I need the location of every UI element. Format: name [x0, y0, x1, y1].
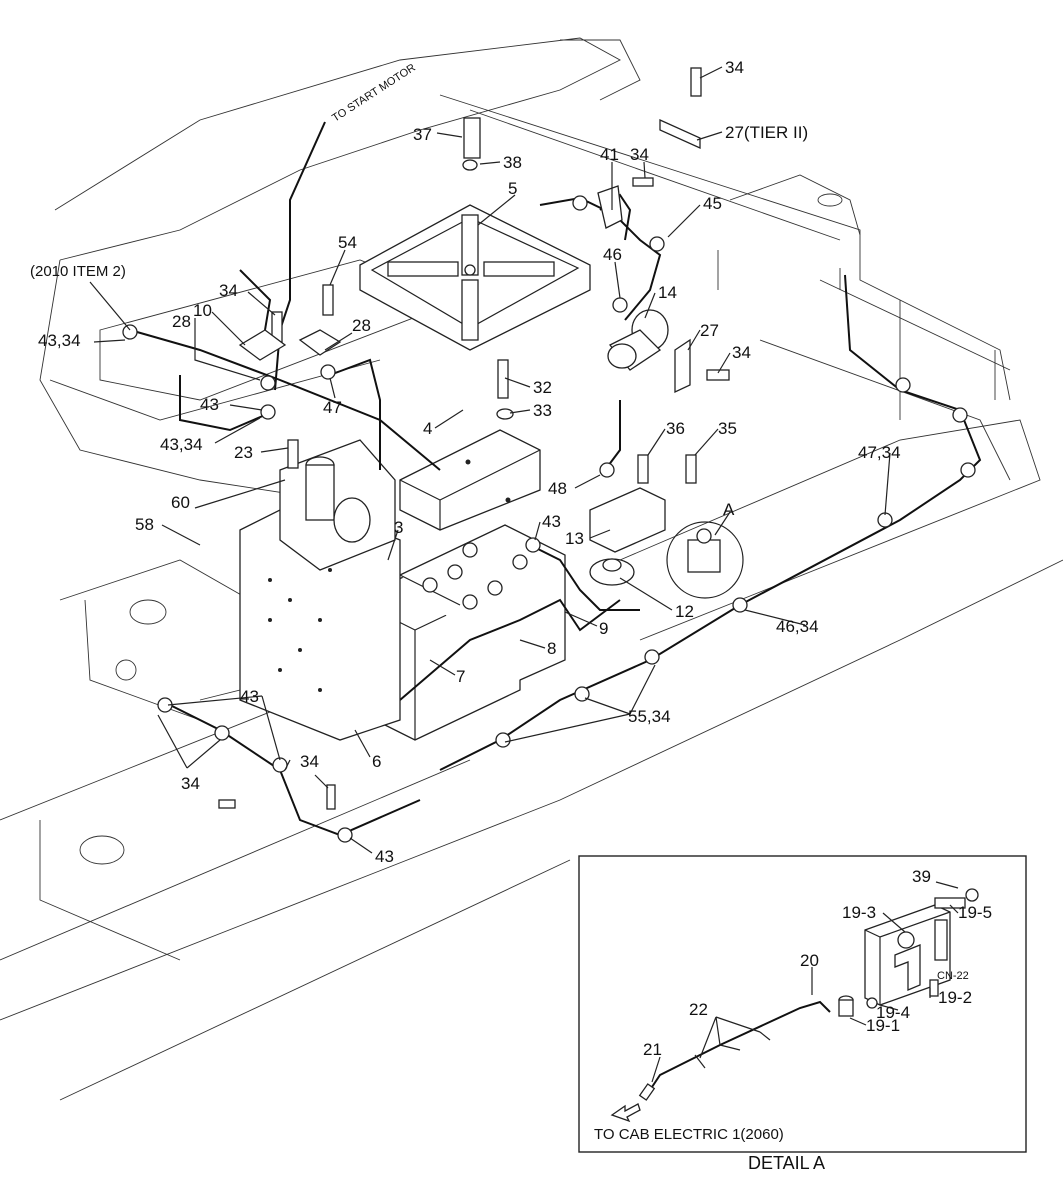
battery-cover — [359, 204, 591, 351]
leader-lines — [89, 66, 891, 854]
detail-label-21: 21 — [643, 1040, 662, 1059]
detail-label-19-5: 19-5 — [958, 903, 992, 922]
label-28: 28 — [172, 312, 191, 331]
label-38: 38 — [503, 153, 522, 172]
battery-plate — [399, 429, 541, 531]
label-7: 7 — [456, 667, 465, 686]
label-47: 47 — [323, 398, 342, 417]
label-28: 28 — [352, 316, 371, 335]
label-45: 45 — [703, 194, 722, 213]
label-3: 3 — [394, 518, 403, 537]
label-12: 12 — [675, 602, 694, 621]
label-60: 60 — [171, 493, 190, 512]
label-43: 43 — [240, 687, 259, 706]
label-4: 4 — [423, 419, 432, 438]
label-a: A — [723, 500, 735, 519]
label-46: 46 — [603, 245, 622, 264]
detail-label-19-4: 19-4 — [876, 1003, 910, 1022]
label-34: 34 — [725, 58, 744, 77]
label-48: 48 — [548, 479, 567, 498]
label-32: 32 — [533, 378, 552, 397]
detail-label-22: 22 — [689, 1000, 708, 1019]
label-54: 54 — [338, 233, 357, 252]
label-36: 36 — [666, 419, 685, 438]
frame-outline — [0, 37, 1063, 1101]
callout-labels: 34 27(TIER II) 37 38 41 34 5 45 54 46 14… — [30, 58, 901, 866]
label-9: 9 — [599, 619, 608, 638]
label-5: 5 — [508, 179, 517, 198]
detail-label-20: 20 — [800, 951, 819, 970]
label-34: 34 — [732, 343, 751, 362]
label-43-34: 43,34 — [38, 331, 81, 350]
label-43: 43 — [375, 847, 394, 866]
label-58: 58 — [135, 515, 154, 534]
label-34: 34 — [630, 145, 649, 164]
label-6: 6 — [372, 752, 381, 771]
label-34: 34 — [181, 774, 200, 793]
label-37: 37 — [413, 125, 432, 144]
detail-a: 39 19-3 19-5 CN-22 19-2 20 19-4 19-1 22 … — [578, 855, 1027, 1153]
label-33: 33 — [533, 401, 552, 420]
label-46-34: 46,34 — [776, 617, 819, 636]
detail-label-to-cab-electric: TO CAB ELECTRIC 1(2060) — [594, 1126, 784, 1143]
label-8: 8 — [547, 639, 556, 658]
label-34: 34 — [300, 752, 319, 771]
relay-box — [589, 309, 744, 599]
label-to-start-motor: TO START MOTOR — [330, 62, 418, 125]
label-14: 14 — [658, 283, 677, 302]
detail-label-19-3: 19-3 — [842, 903, 876, 922]
detail-label-cn-22: CN-22 — [937, 970, 969, 982]
label-43-34: 43,34 — [160, 435, 203, 454]
label-43: 43 — [542, 512, 561, 531]
label-55-34: 55,34 — [628, 707, 671, 726]
label-23: 23 — [234, 443, 253, 462]
label-13: 13 — [565, 529, 584, 548]
detail-label-39: 39 — [912, 867, 931, 886]
label-34: 34 — [219, 281, 238, 300]
label-41: 41 — [600, 145, 619, 164]
label-10: 10 — [193, 301, 212, 320]
label-27-tier-ii: 27(TIER II) — [725, 123, 808, 142]
detail-label-19-2: 19-2 — [938, 988, 972, 1007]
label-2010-item-2: (2010 ITEM 2) — [30, 263, 126, 280]
detail-a-title: DETAIL A — [748, 1153, 825, 1173]
detail-label-19-1: 19-1 — [866, 1016, 900, 1035]
label-35: 35 — [718, 419, 737, 438]
label-47-34: 47,34 — [858, 443, 901, 462]
label-43: 43 — [200, 395, 219, 414]
clamps — [122, 67, 976, 843]
label-27: 27 — [700, 321, 719, 340]
